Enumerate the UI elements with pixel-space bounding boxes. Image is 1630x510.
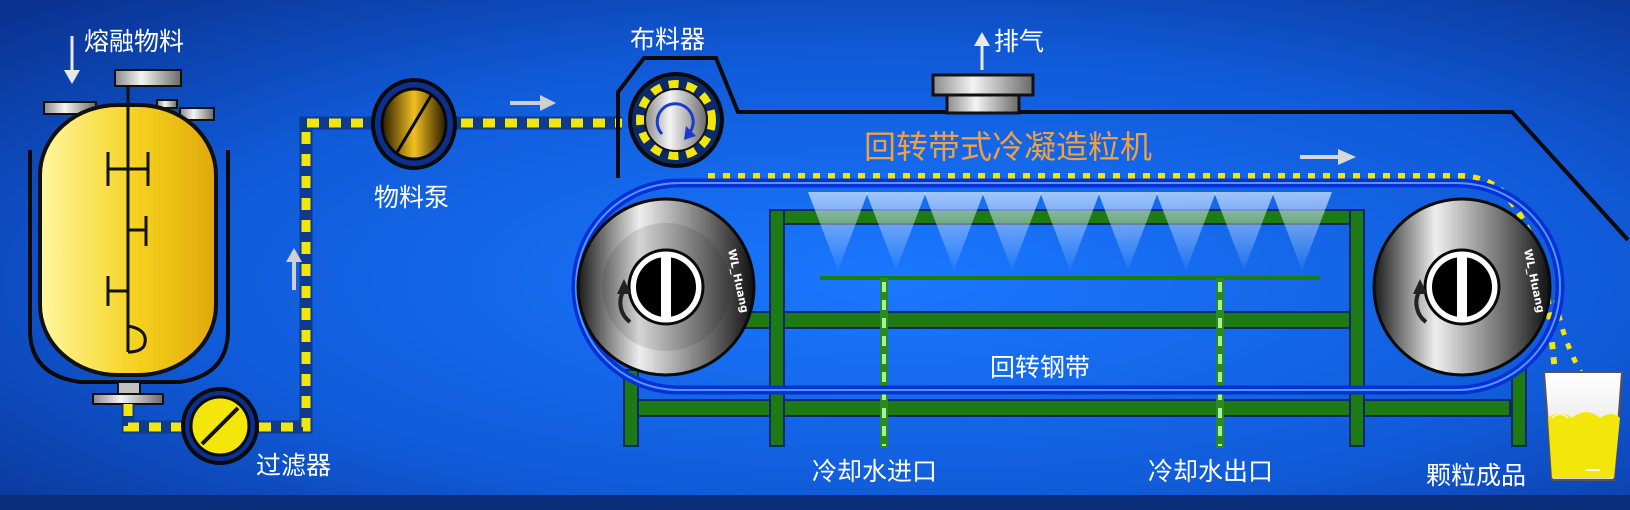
label-belt: 回转钢带 [990, 353, 1090, 382]
belt-direction-arrow [1300, 149, 1356, 165]
bottom-band [0, 495, 1630, 510]
product-cup [1542, 371, 1624, 481]
label-water-out: 冷却水出口 [1148, 457, 1273, 486]
filter [181, 387, 259, 465]
label-water-in: 冷却水进口 [812, 457, 937, 486]
material-pump [371, 78, 457, 170]
cooling-water-outlet-pipe [1216, 278, 1224, 448]
label-pump: 物料泵 [374, 183, 449, 212]
flow-arrow-up [286, 248, 302, 290]
exhaust-arrow [974, 32, 990, 70]
machine-title: 回转带式冷凝造粒机 [864, 128, 1152, 166]
distributor [628, 72, 724, 168]
label-distributor: 布料器 [630, 25, 705, 54]
right-roller: WL_Huang [1372, 197, 1552, 377]
feed-pipe-stripes [123, 118, 622, 432]
exhaust-hood [931, 73, 1035, 115]
melt-vessel [28, 69, 230, 405]
steel-belt-highlight [575, 182, 1561, 391]
label-melt: 熔融物料 [84, 27, 184, 56]
label-product: 颗粒成品 [1426, 461, 1526, 490]
cooling-water-inlet-pipe [880, 278, 888, 448]
machine-housing [616, 56, 1630, 242]
melt-inlet-arrow [64, 36, 80, 84]
flow-arrow-right-top [510, 95, 556, 111]
left-roller: WL_Huang [576, 197, 756, 377]
spray-cones [808, 192, 1332, 270]
label-filter: 过滤器 [256, 451, 331, 480]
label-exhaust: 排气 [994, 27, 1044, 56]
